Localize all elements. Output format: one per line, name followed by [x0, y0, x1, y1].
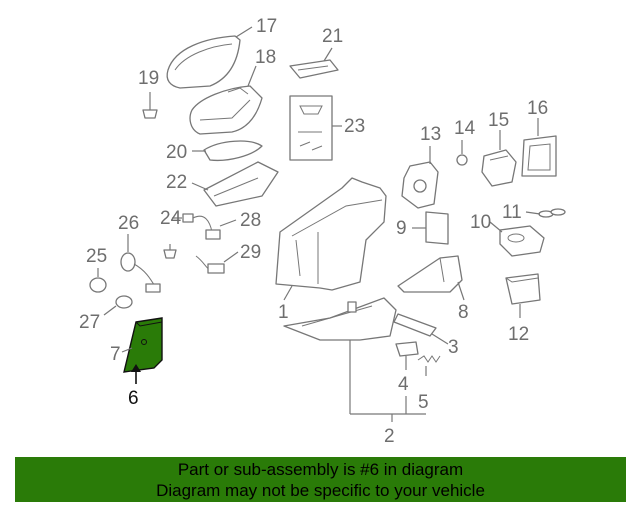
- part-24-connector: 24: [160, 208, 194, 229]
- part-28-harness: 28: [192, 210, 261, 240]
- part-17-armrest-lid: 17: [166, 16, 277, 89]
- part-21-bracket: 21: [289, 26, 343, 79]
- part-16-trim-panel: 16: [521, 98, 557, 177]
- part-4-cup: 4: [395, 341, 419, 395]
- part-23-hardware-kit: 23: [289, 95, 365, 161]
- part-6-highlighted-panel[interactable]: 7 6: [110, 317, 163, 409]
- callout-23: 23: [344, 116, 365, 137]
- callout-6: 6: [128, 388, 139, 409]
- part-11-pads: 11: [502, 202, 566, 223]
- callout-11: 11: [502, 202, 522, 223]
- callout-27: 27: [79, 312, 100, 333]
- callout-12: 12: [508, 324, 529, 345]
- part-clip-small: [163, 244, 177, 259]
- callout-29: 29: [240, 242, 261, 263]
- part-29-harness: 29: [195, 242, 261, 274]
- part-15-cup-holder: 15: [481, 110, 517, 187]
- callout-28: 28: [240, 210, 261, 231]
- part-9-plate: 9: [396, 211, 449, 245]
- callout-15: 15: [488, 110, 509, 131]
- part-26-power-outlet: 26: [118, 213, 161, 293]
- part-10-cup-holder: 10: [470, 212, 545, 257]
- part-1-console-body: 1: [275, 177, 387, 323]
- callout-2: 2: [384, 426, 395, 447]
- callout-3: 3: [448, 337, 459, 358]
- part-18-armrest-base: 18: [189, 47, 276, 135]
- banner-line-2: Diagram may not be specific to your vehi…: [156, 481, 485, 500]
- part-20-pad: 20: [166, 140, 263, 163]
- callout-17: 17: [256, 16, 277, 37]
- part-2-group-leader: 2: [349, 340, 426, 447]
- banner-line-1: Part or sub-assembly is #6 in diagram: [177, 460, 464, 479]
- info-banner: Part or sub-assembly is #6 in diagram Di…: [15, 457, 626, 502]
- callout-24: 24: [160, 208, 182, 229]
- callout-4: 4: [398, 374, 409, 395]
- part-base-bracket: [283, 297, 397, 341]
- callout-25: 25: [86, 246, 107, 267]
- part-27-socket: 27: [79, 295, 133, 333]
- callout-18: 18: [255, 47, 276, 68]
- part-3-trim-strip: 3: [393, 313, 459, 358]
- callout-14: 14: [454, 118, 476, 139]
- part-14-clip: 14: [454, 118, 476, 166]
- callout-22: 22: [166, 172, 187, 193]
- callout-16: 16: [527, 98, 548, 119]
- part-19-clip: 19: [138, 68, 159, 119]
- callout-21: 21: [322, 26, 343, 47]
- part-8-side-panel: 8: [397, 255, 469, 323]
- callout-20: 20: [166, 142, 187, 163]
- callout-26: 26: [118, 213, 139, 234]
- callout-1: 1: [278, 302, 289, 323]
- callout-9: 9: [396, 218, 407, 239]
- part-12-bin: 12: [505, 273, 541, 345]
- callout-13: 13: [420, 124, 441, 145]
- part-5-spring: 5: [417, 355, 441, 413]
- part-25-knob: 25: [86, 246, 107, 293]
- callout-5: 5: [418, 392, 429, 413]
- part-13-bracket: 13: [401, 124, 441, 209]
- callout-19: 19: [138, 68, 159, 89]
- callout-7: 7: [110, 344, 121, 365]
- callout-10: 10: [470, 212, 491, 233]
- callout-8: 8: [458, 302, 469, 323]
- part-22-tray: 22: [166, 161, 279, 207]
- parts-diagram: 17 18 19 20 22 21 23: [79, 16, 566, 447]
